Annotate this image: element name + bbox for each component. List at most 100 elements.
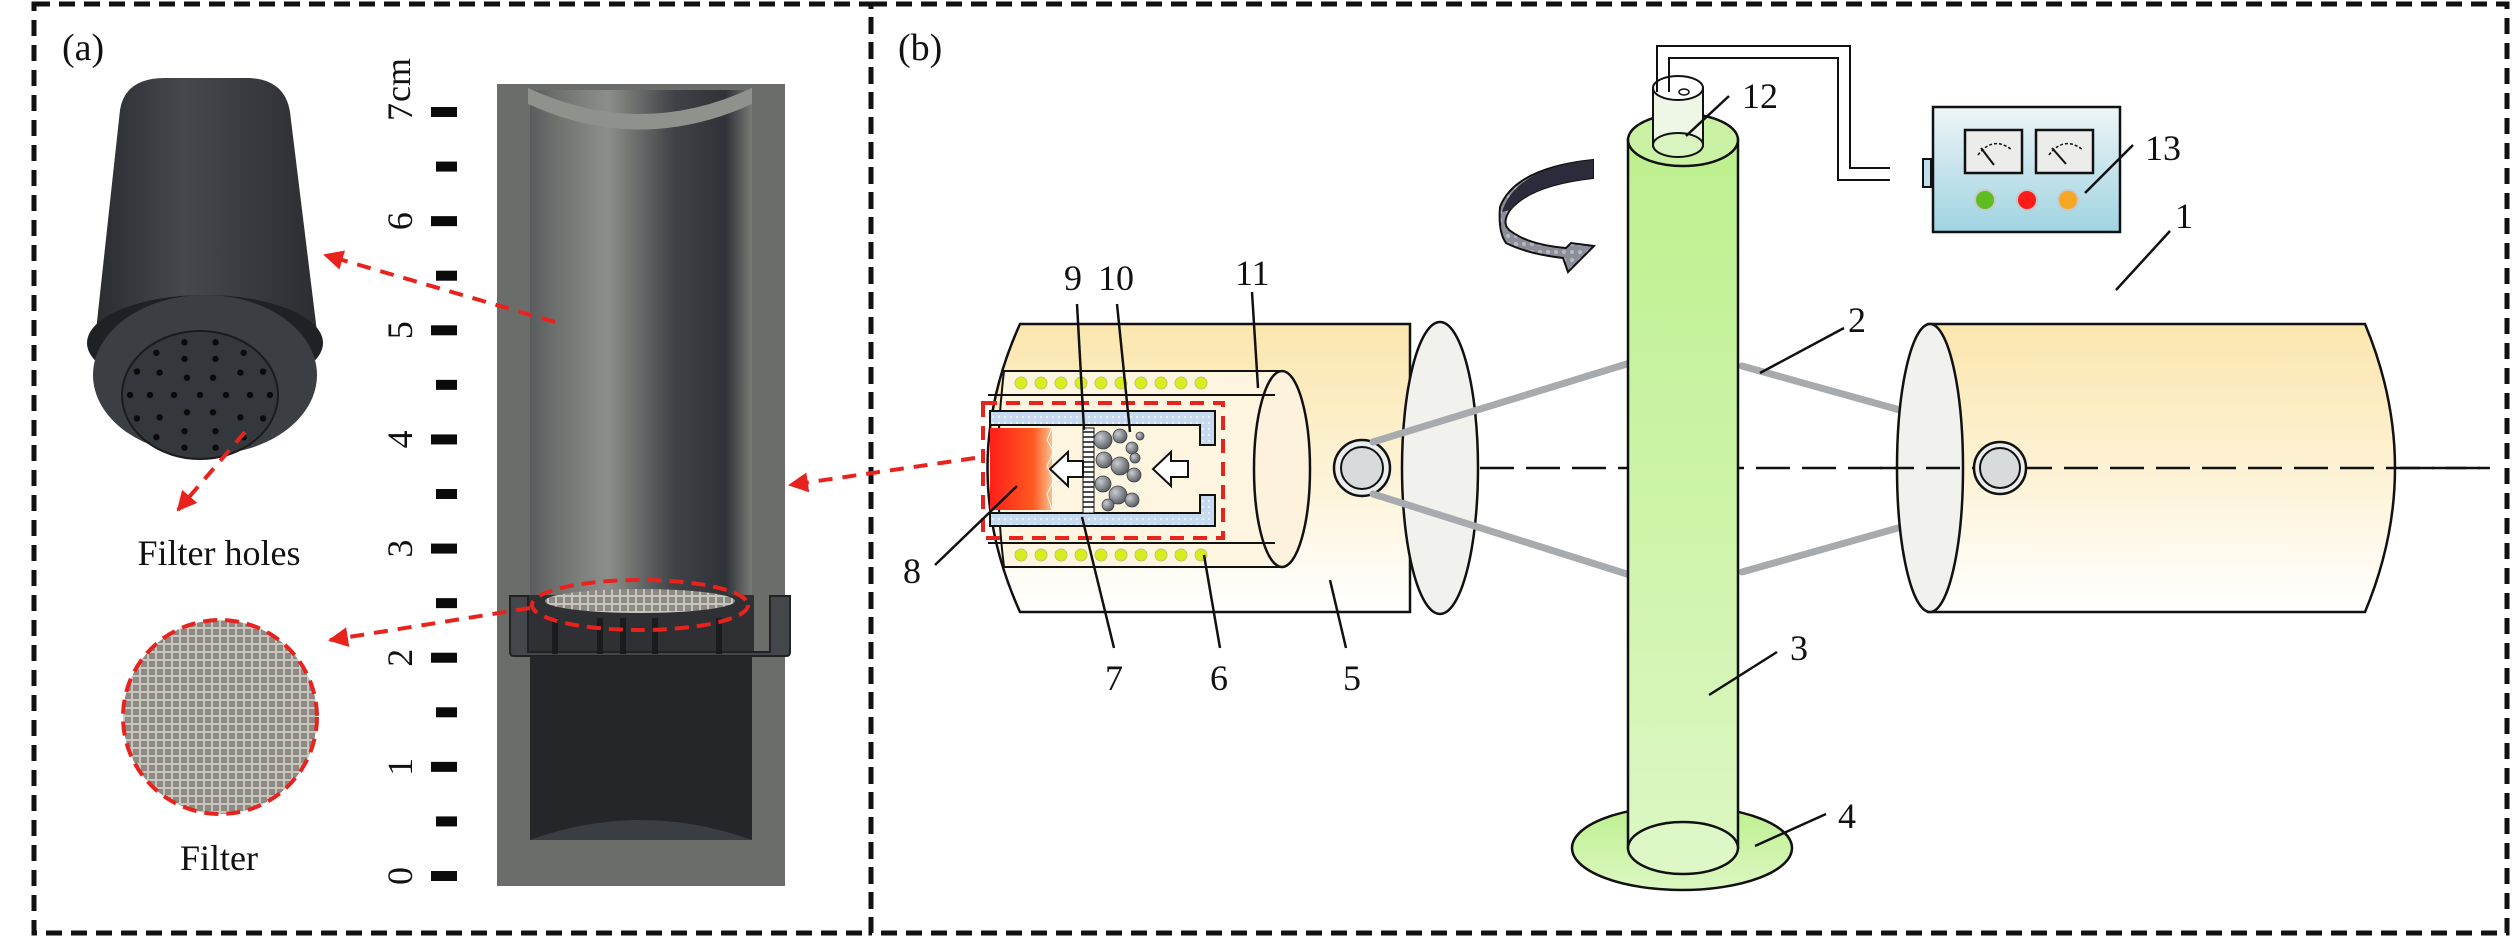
filter-hole	[156, 414, 163, 421]
flow-arrow-left	[1048, 449, 1084, 489]
ruler-tick	[431, 325, 457, 336]
status-light-green	[1974, 189, 1996, 211]
heating-coils-bottom	[1014, 548, 1208, 562]
ruler-tick	[431, 107, 457, 117]
gauge-right	[2034, 128, 2095, 175]
arrow-to-filter	[328, 606, 531, 648]
hub-left	[1332, 438, 1392, 498]
filter-holes-caption: Filter holes	[138, 533, 301, 573]
flow-arrow-right	[1151, 449, 1189, 489]
panel-frames	[31, 1, 2510, 936]
filter-hole	[259, 415, 267, 422]
filter-hole	[181, 355, 188, 363]
alloy-particle	[1135, 431, 1145, 441]
ruler-tick-label: 5	[380, 321, 420, 339]
alloy-particle	[1129, 452, 1141, 464]
part-label-11: 11	[1235, 253, 1270, 293]
filter-highlight	[530, 578, 750, 632]
alloy-particles	[1093, 428, 1145, 512]
heating-coil	[1034, 376, 1048, 390]
ruler-tick-label: 6	[380, 212, 420, 230]
heating-coil	[1014, 548, 1028, 562]
alloy-particle	[1101, 498, 1115, 512]
ruler-tick	[436, 707, 457, 718]
filter-hole	[196, 391, 204, 399]
ruler-ticks	[431, 107, 457, 881]
ruler-tick	[431, 761, 457, 772]
filter-hole	[209, 409, 217, 416]
ruler-tick	[431, 543, 457, 554]
part-label-10: 10	[1098, 258, 1134, 298]
ruler-tick-label: 4	[380, 430, 420, 448]
heating-coil	[1134, 548, 1148, 562]
part-label-2: 2	[1848, 300, 1866, 340]
arrow-to-holes	[176, 430, 247, 512]
rotating-column	[1570, 112, 1794, 892]
part-label-4: 4	[1838, 796, 1856, 836]
filter-hole	[170, 391, 178, 399]
arm-left-upper	[1369, 359, 1634, 446]
part-label-6: 6	[1210, 658, 1228, 698]
furnace-shell-right	[1880, 322, 2490, 614]
panel-a-label: (a)	[62, 27, 104, 69]
filter-hole	[126, 391, 134, 399]
callout-arrows	[176, 250, 976, 648]
ruler-tick-label: 1	[380, 758, 420, 776]
alloy-particle	[1124, 492, 1140, 508]
filter-hole	[209, 374, 217, 381]
heating-coil	[1054, 376, 1068, 390]
filter-hole	[133, 415, 141, 422]
alloy-particle	[1126, 467, 1142, 483]
ruler-tick	[436, 161, 457, 172]
filter-hole	[237, 369, 244, 376]
part-label-1: 1	[2175, 196, 2193, 236]
part-label-12: 12	[1742, 76, 1778, 116]
filter-hole	[181, 444, 188, 451]
alloy-particle	[1095, 451, 1113, 469]
filter-hole	[181, 427, 188, 435]
filter-hole	[153, 349, 160, 356]
alloy-particle	[1112, 428, 1128, 444]
ruler-tick-label: 7	[380, 103, 420, 121]
filter-hole	[259, 368, 267, 375]
graphite-cap-photo	[87, 78, 323, 460]
part-label-7: 7	[1105, 658, 1123, 698]
ruler-tick-label: 0	[380, 867, 420, 885]
ruler-tick	[431, 871, 457, 881]
filter-hole	[183, 374, 191, 381]
heating-coil	[1154, 376, 1168, 390]
heating-coil	[1034, 548, 1048, 562]
crucible-highlight	[981, 401, 1225, 540]
alloy-particle	[1110, 456, 1130, 476]
filter-hole	[153, 434, 160, 441]
ruler-tick	[436, 598, 457, 609]
ruler-tick	[431, 216, 457, 227]
part-label-9: 9	[1064, 258, 1082, 298]
filter-hole	[146, 391, 154, 399]
ruler-tick	[431, 434, 457, 445]
alloy-particle	[1125, 441, 1139, 455]
heating-coil	[1174, 548, 1188, 562]
filter-hole	[237, 414, 244, 421]
filter-hole	[133, 368, 141, 375]
filter-hole	[240, 349, 247, 356]
ruler-tick-label: 3	[380, 540, 420, 558]
controller-box	[1922, 105, 2122, 234]
melt	[990, 428, 1052, 510]
filter-hole	[212, 355, 219, 363]
filter-hole	[183, 409, 191, 416]
filter-hole	[181, 339, 188, 346]
alloy-particle	[1093, 430, 1113, 450]
filter-plate	[1082, 427, 1095, 514]
ruler-tick	[436, 270, 457, 281]
heating-coil	[1054, 548, 1068, 562]
hub-right	[1972, 440, 2028, 496]
leader-lines	[934, 95, 2171, 848]
filter-hole	[212, 427, 219, 435]
heating-coil	[1174, 376, 1188, 390]
filter-hole	[212, 339, 219, 346]
part-number-labels: 1 2 3 4 5 6 7 8 9 10 11 12 13	[903, 76, 2193, 836]
speed-sensor	[1652, 45, 1890, 181]
